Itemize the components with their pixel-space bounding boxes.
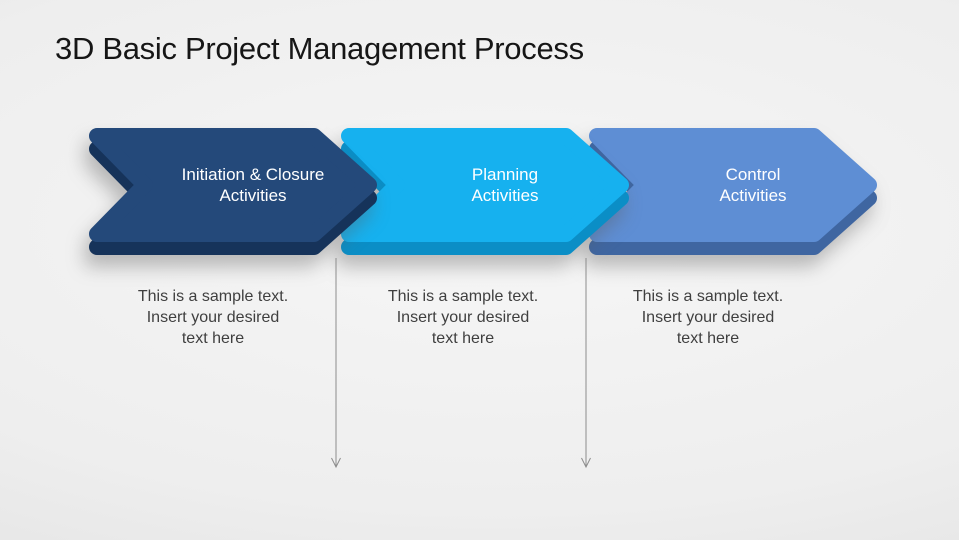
step-description-planning: This is a sample text. Insert your desir…: [387, 288, 539, 347]
chevron-step-initiation-closure: Initiation & Closure Activities: [89, 128, 381, 258]
step-description-control: This is a sample text. Insert your desir…: [632, 288, 784, 347]
slide-title: 3D Basic Project Management Process: [55, 31, 584, 66]
chevron-shape-icon: [89, 128, 377, 255]
chevron-shape-icon: [589, 128, 877, 255]
down-arrow-icon: [331, 258, 341, 469]
chevron-step-control: Control Activities: [589, 128, 881, 258]
step-description-initiation-closure: This is a sample text. Insert your desir…: [137, 288, 289, 347]
chevron-shape-icon: [341, 128, 629, 255]
chevron-label-control: Control Activities: [719, 165, 787, 205]
down-arrow-icon: [581, 258, 591, 469]
chevron-label-planning: Planning Activities: [471, 165, 539, 205]
chevron-step-planning: Planning Activities: [341, 128, 633, 258]
chevron-label-initiation-closure: Initiation & Closure Activities: [181, 165, 325, 205]
